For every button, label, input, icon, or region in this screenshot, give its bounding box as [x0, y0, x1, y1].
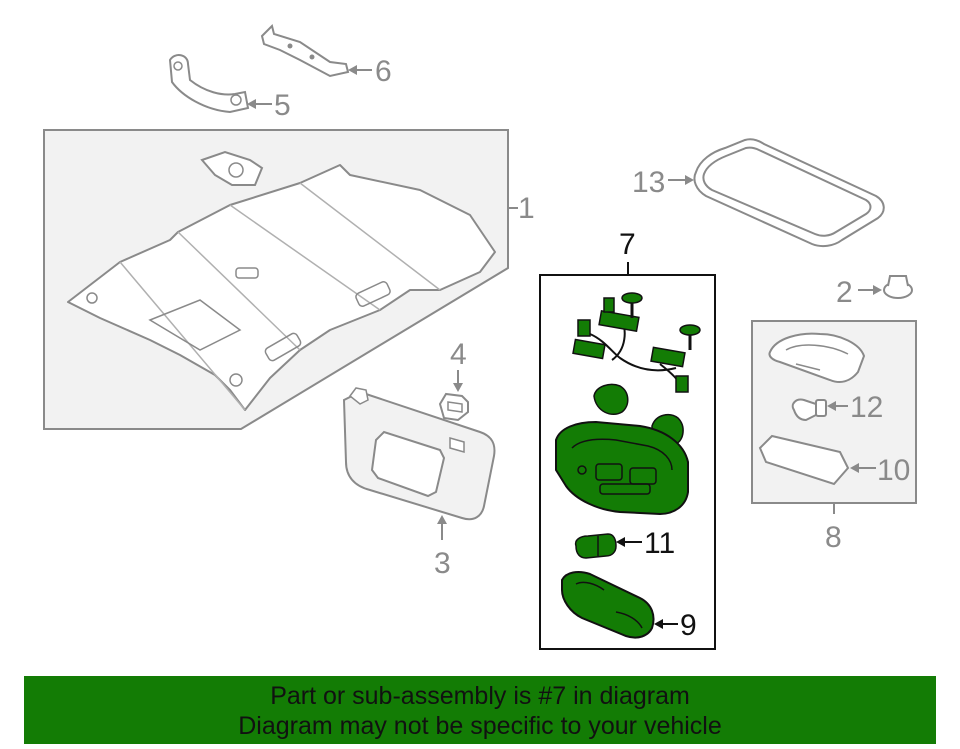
- headliner-group: 1: [43, 129, 535, 430]
- dome-lamp-group: 12 10 8: [751, 320, 917, 554]
- callout-3: 3: [434, 547, 451, 580]
- callout-8: 8: [825, 521, 842, 554]
- callout-7: 7: [619, 228, 636, 261]
- lamp-lens-left: [593, 383, 629, 416]
- map-lamp-group: 7: [539, 228, 716, 650]
- sun-visor: 3: [342, 387, 496, 580]
- callout-2: 2: [836, 276, 853, 309]
- screw-right: [679, 324, 701, 350]
- wiring-harness: [572, 297, 689, 393]
- banner-line-1: Part or sub-assembly is #7 in diagram: [270, 682, 690, 710]
- banner-line-2: Diagram may not be specific to your vehi…: [238, 712, 722, 740]
- callout-11: 11: [644, 527, 675, 560]
- callout-13: 13: [632, 166, 665, 199]
- grab-handle: 5: [168, 54, 291, 122]
- visor-holder: 4: [438, 338, 469, 422]
- callout-12: 12: [850, 391, 883, 424]
- callout-10: 10: [877, 454, 910, 487]
- callout-1: 1: [518, 192, 535, 225]
- callout-6: 6: [375, 55, 392, 88]
- info-banner: Part or sub-assembly is #7 in diagram Di…: [24, 676, 936, 744]
- headliner-bracket: [200, 150, 264, 186]
- map-lamp-bulb: 11: [574, 527, 675, 560]
- clip: 2: [836, 275, 913, 309]
- callout-9: 9: [680, 609, 697, 642]
- sunroof-seal: 13: [632, 138, 885, 248]
- screw-left: [621, 292, 643, 318]
- bracket: 6: [260, 24, 392, 88]
- callout-5: 5: [274, 89, 291, 122]
- map-lamp-lens-cover: 9: [561, 571, 697, 642]
- lamp-housing: [555, 420, 689, 516]
- callout-4: 4: [450, 338, 467, 371]
